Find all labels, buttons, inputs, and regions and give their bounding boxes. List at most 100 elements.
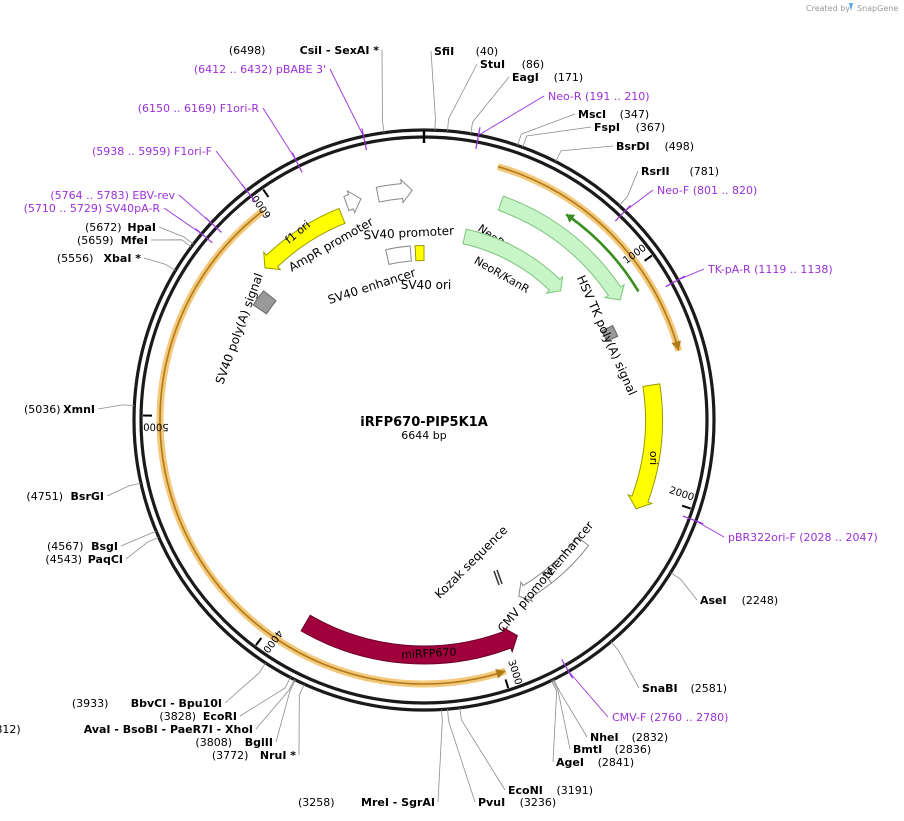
site-xbai[interactable]: XbaI * (5556) [57,252,176,271]
site-bglii[interactable]: BglII(3808) [195,679,296,749]
feature-f1-ori[interactable] [263,207,346,271]
tick-mark-2000 [681,504,691,510]
site-position: (347) [620,108,650,121]
site-xmni[interactable]: XmnI(5036) [24,403,135,416]
site-name: MfeI [121,234,148,247]
snapgene-brand: Created by SnapGene [806,3,898,13]
site-msci[interactable]: MscI (347) [517,108,650,146]
tick-label-5000: 5000 [143,421,169,432]
site-position: (5672) [85,221,122,234]
site-name: NheI [590,731,619,744]
primer-label: (6150 .. 6169) F1ori-R [138,102,260,115]
site-name: XbaI * [104,252,142,265]
label-cmv-promoter: CMV promoter [495,560,561,635]
feature-sv40-ori[interactable] [414,244,425,262]
site-position: (498) [665,140,695,153]
site-position: (4543) [45,553,82,566]
site-pvui[interactable]: PvuI(3236) [447,709,557,809]
site-mfei[interactable]: MfeI (5659) [77,234,192,248]
site-stui[interactable]: StuI (86) [447,58,545,131]
primer-0[interactable]: Neo-R (191 .. 210) [475,90,650,150]
primer-2[interactable]: TK-pA-R (1119 .. 1138) [665,263,833,288]
brand-created-by: Created by [806,4,850,13]
site-rsrii[interactable]: RsrII(781) [618,165,720,206]
site-position: (3828) [159,710,196,723]
site-position: (86) [522,58,545,71]
site-bmti[interactable]: BmtI(2836) [552,679,652,756]
site-eagi[interactable]: EagI(171) [470,71,584,134]
primer-5[interactable]: (5710 .. 5729) SV40pA-R [24,202,213,244]
label-sv40-ori: SV40 ori [401,278,452,292]
snapgene-logo-icon [849,3,853,11]
site-position: (781) [690,165,720,178]
site-name: MreI - SgrAI [361,796,435,809]
site-bsrdi[interactable]: BsrDI(498) [555,140,695,162]
feature-sv40-enhancer[interactable] [385,245,412,265]
site-name: EcoRI [203,710,237,723]
site-csii[interactable]: CsiI - SexAI * (6498) [229,44,385,133]
site-asei[interactable]: AseI(2248) [670,572,778,607]
label-sv40-polya: SV40 poly(A) signal [213,271,266,386]
site-mrei[interactable]: MreI - SgrAI(3258) [298,709,443,809]
feature-hsv-tk-polya[interactable] [601,324,619,342]
feature-sv40-polya[interactable] [252,290,277,315]
site-agei[interactable]: AgeI(2841) [551,680,634,769]
site-name: PaqCI [88,553,123,566]
site-position: (3812) [0,723,21,736]
feature-neor-kanr-inner[interactable] [462,228,564,294]
primer-1[interactable]: Neo-F (801 .. 820) [614,184,757,222]
primer-6[interactable]: (5764 .. 5783) EBV-rev [50,189,222,233]
tick-label-3000: 3000 [505,659,523,687]
site-position: (4567) [47,540,84,553]
site-name: BglII [245,736,273,749]
primer-label: CMV-F (2760 .. 2780) [612,711,728,724]
site-econi[interactable]: EcoNI(3191) [459,707,593,797]
orf-highlight-arcs [156,163,683,688]
feature-ori[interactable] [627,383,663,510]
label-ori: ori [647,451,660,465]
site-position: (3236) [520,796,557,809]
tick-mark-4000 [255,637,263,646]
site-hpai[interactable]: HpaI(5672) [85,221,194,245]
site-avai[interactable]: AvaI - BsoBI - PaeR7I - XhoI(3812) [0,679,295,736]
primer-8[interactable]: (6150 .. 6169) F1ori-R [138,102,303,173]
neor-orf-line [565,213,640,293]
tick-mark-6000 [262,188,270,198]
site-name: CsiI - SexAI * [300,44,380,57]
site-bsgi[interactable]: BsgI(4567) [47,530,157,553]
site-name: NruI * [260,749,296,762]
site-position: (5556) [57,252,94,265]
primer-9[interactable]: (6412 .. 6432) pBABE 3' [194,63,368,151]
site-fspi[interactable]: FspI(367) [522,121,666,148]
primer-label: Neo-F (801 .. 820) [657,184,757,197]
feature-mirfp670[interactable] [300,614,518,665]
feature-neor-kanr-outer[interactable] [497,195,625,301]
site-position: (6498) [229,44,266,57]
site-position: (5659) [77,234,114,247]
primer-3[interactable]: pBR322ori-F (2028 .. 2047) [682,515,878,544]
site-name: BmtI [573,743,602,756]
site-position: (2581) [691,682,728,695]
site-sfii[interactable]: SfiI(40) [430,45,498,131]
site-name: MscI [578,108,606,121]
feature-cmv-promoter[interactable] [518,571,553,603]
brand-name: SnapGene [857,4,898,13]
site-bbvci[interactable]: BbvCI - Bpu10I (3933) [72,662,266,710]
site-nhei[interactable]: NheI(2832) [553,679,669,744]
site-name: BbvCI - Bpu10I [131,697,222,710]
site-ecori[interactable]: EcoRI (3828) [159,677,291,723]
site-snabi[interactable]: SnaBI(2581) [610,641,728,695]
feature-ampr-promoter[interactable] [343,189,362,215]
primer-4[interactable]: CMV-F (2760 .. 2780) [561,658,729,724]
feature-sv40-promoter[interactable] [375,178,413,204]
site-position: (367) [636,121,666,134]
site-paqci[interactable]: PaqCI (4543) [45,536,159,566]
site-position: (3933) [72,697,109,710]
primer-label: (5710 .. 5729) SV40pA-R [24,202,161,215]
site-bsrgi[interactable]: BsrGI(4751) [26,482,142,503]
primer-7[interactable]: (5938 .. 5959) F1ori-F [92,145,256,203]
site-nrui[interactable]: NruI *(3772) [212,683,305,762]
site-name: StuI [480,58,505,71]
